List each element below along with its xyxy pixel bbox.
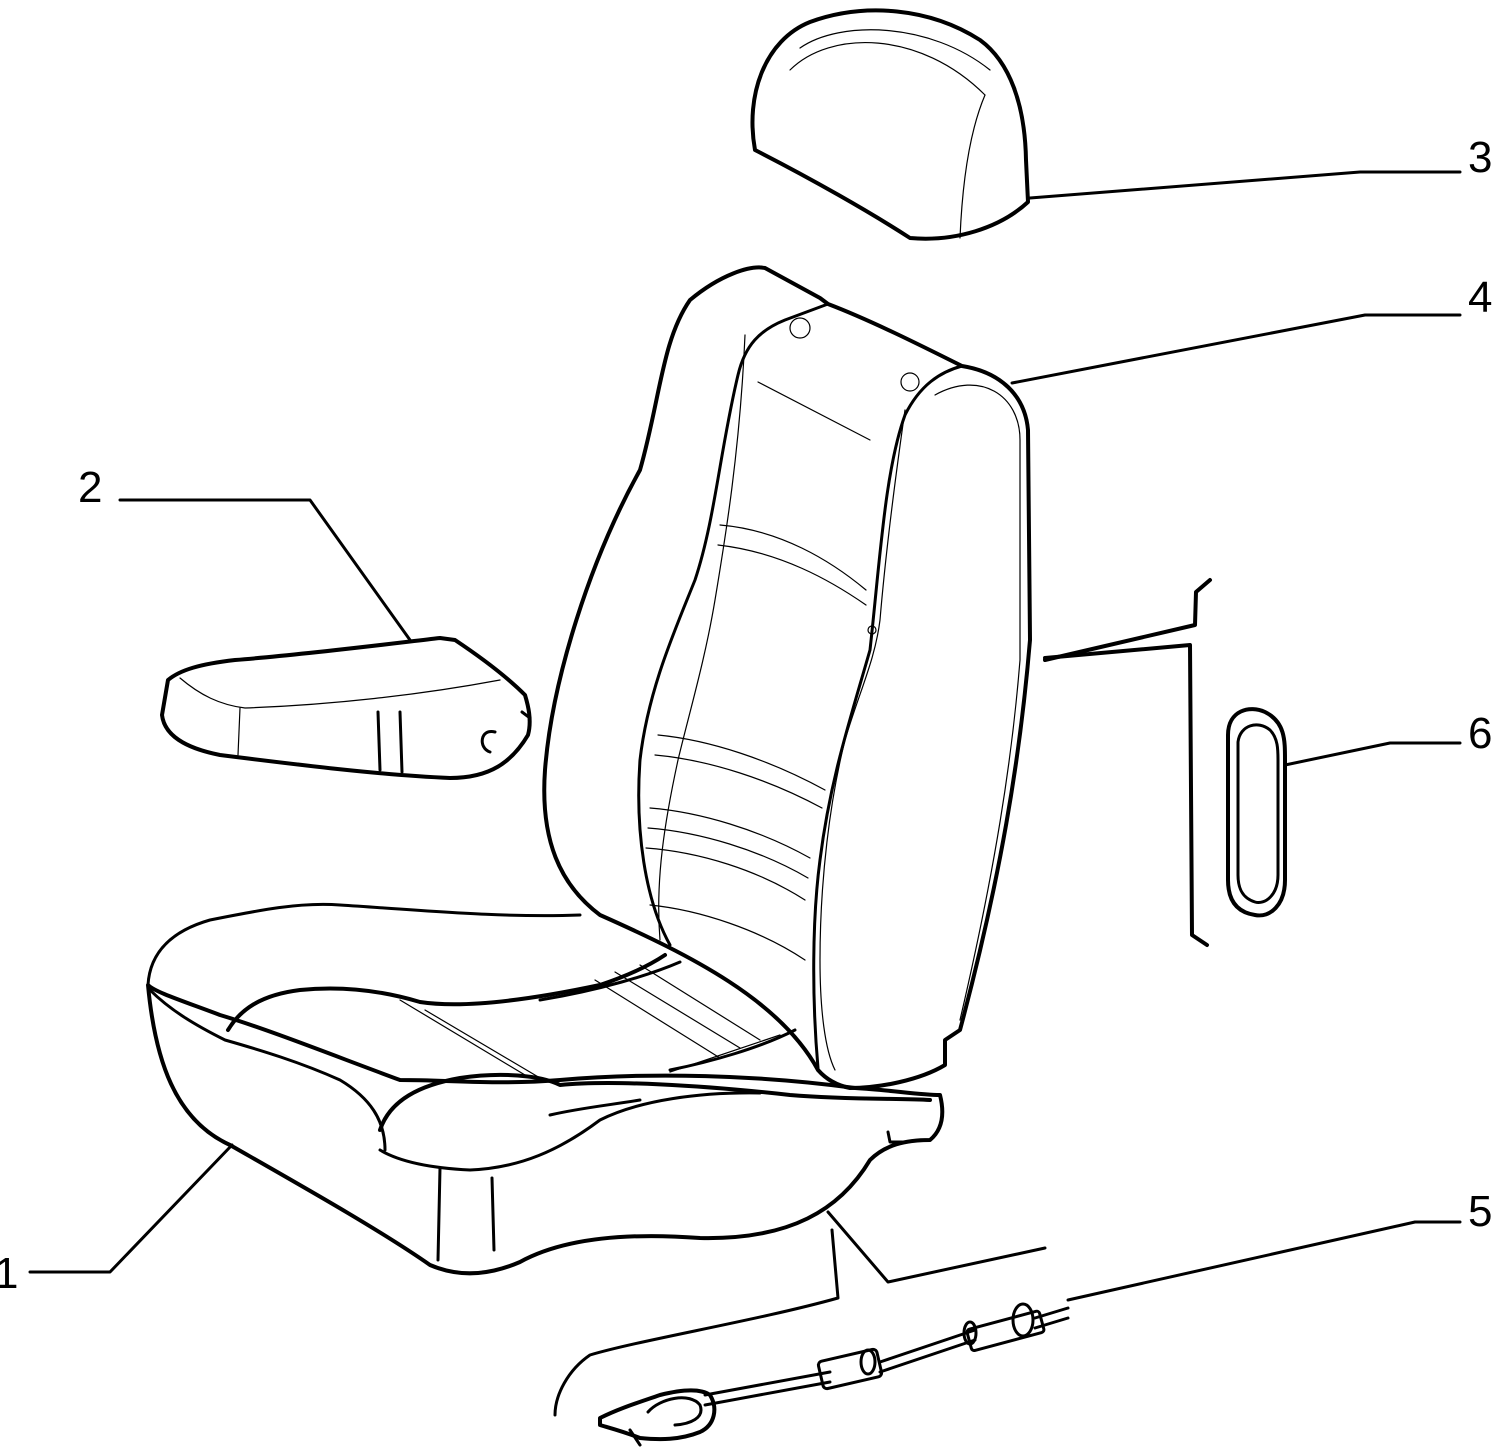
leader-5 xyxy=(1066,1220,1462,1302)
leader-lines xyxy=(28,170,1462,1302)
release-cable xyxy=(598,1302,1070,1447)
callout-6: 6 xyxy=(1468,709,1492,758)
callout-1: 1 xyxy=(0,1249,18,1298)
headrest xyxy=(750,8,1030,241)
leader-6 xyxy=(1283,741,1462,767)
seat-cushion xyxy=(146,902,945,1276)
leader-4 xyxy=(1010,313,1462,385)
leader-2 xyxy=(118,498,412,642)
reference-lines xyxy=(553,578,1212,1417)
callout-4: 4 xyxy=(1468,273,1492,322)
leader-3 xyxy=(1028,170,1462,200)
leader-1 xyxy=(28,1143,234,1274)
callout-5: 5 xyxy=(1468,1187,1492,1236)
armrest xyxy=(160,636,532,780)
callout-2: 2 xyxy=(78,463,102,512)
callout-3: 3 xyxy=(1468,133,1492,182)
backrest xyxy=(542,265,1032,1090)
side-trim xyxy=(1226,707,1287,918)
